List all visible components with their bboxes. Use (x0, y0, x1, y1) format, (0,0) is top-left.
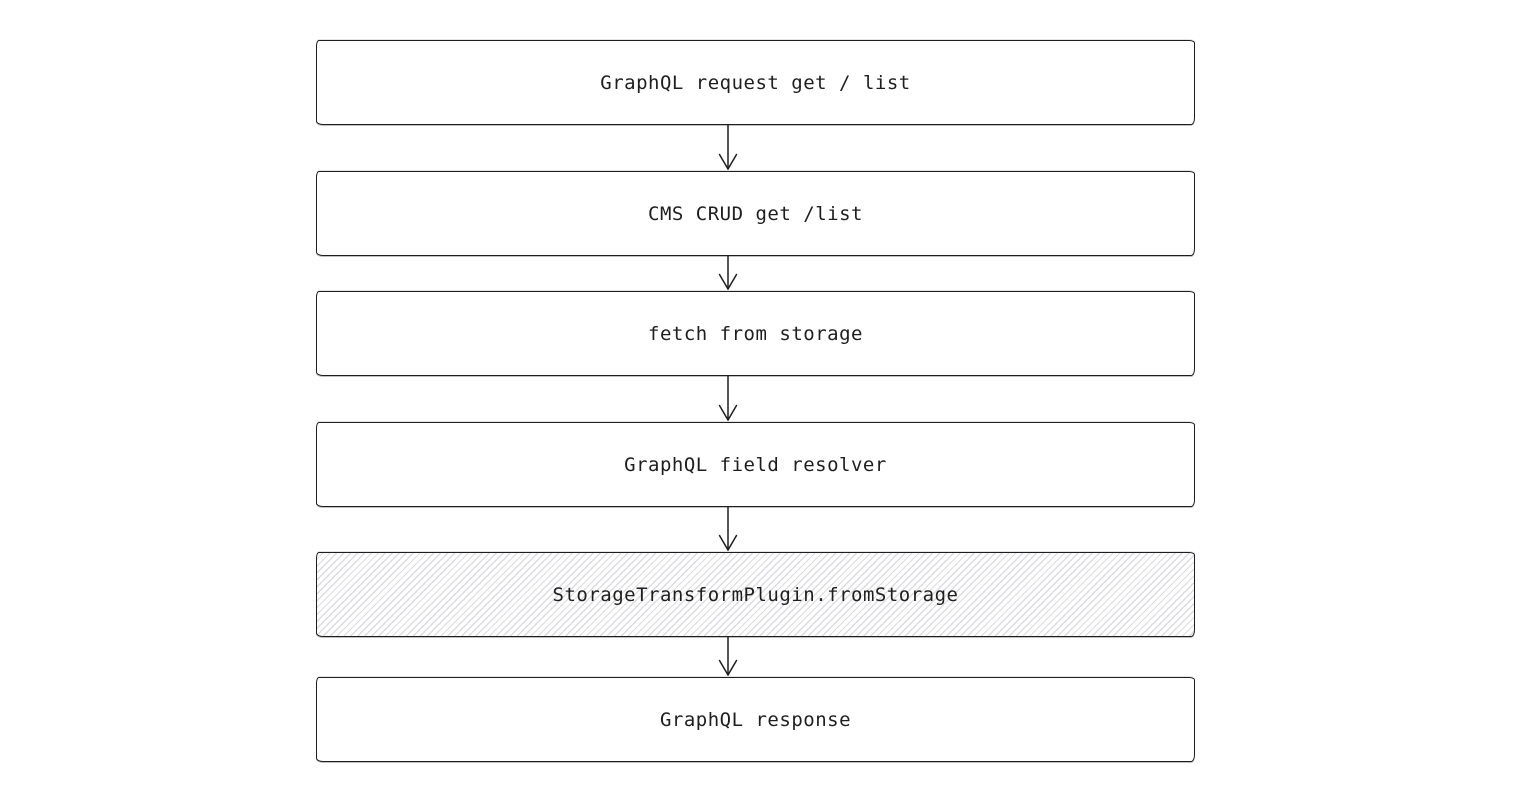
arrow-down-icon (718, 125, 738, 170)
arrow-down-icon (718, 507, 738, 551)
flow-node-graphql-request: GraphQL request get / list (316, 40, 1195, 125)
flow-node-graphql-field-resolver: GraphQL field resolver (316, 422, 1195, 507)
flow-node-fetch-from-storage: fetch from storage (316, 291, 1195, 376)
flow-node-label: GraphQL field resolver (624, 453, 887, 476)
arrow-down-icon (718, 256, 738, 290)
flow-node-cms-crud: CMS CRUD get /list (316, 171, 1195, 256)
flow-node-label: fetch from storage (648, 322, 863, 345)
flow-node-label: GraphQL request get / list (600, 71, 911, 94)
flow-node-label: GraphQL response (659, 708, 852, 731)
flow-node-label: StorageTransformPlugin.fromStorage (552, 583, 959, 606)
flow-node-graphql-response: GraphQL response (316, 677, 1195, 762)
flow-node-label: CMS CRUD get /list (648, 202, 863, 225)
arrow-down-icon (718, 637, 738, 676)
flow-node-storage-transform-plugin: StorageTransformPlugin.fromStorage (316, 552, 1195, 637)
arrow-down-icon (718, 376, 738, 421)
